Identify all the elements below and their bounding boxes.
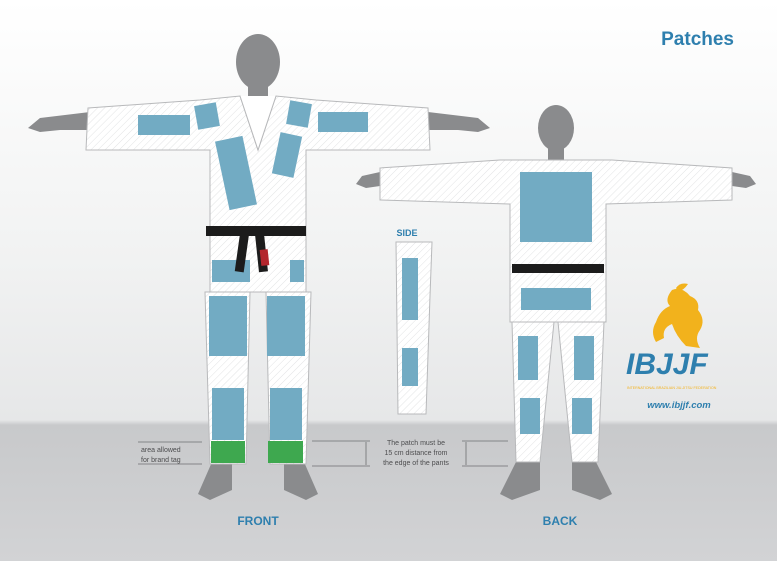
patch-rule-text-3: the edge of the pants	[383, 460, 449, 467]
side-patch-lower	[402, 348, 418, 386]
side-label: SIDE	[396, 228, 417, 238]
brand-tag-text-2: for brand tag	[141, 457, 181, 464]
front-label: FRONT	[237, 514, 279, 528]
brand-tag-areas	[211, 441, 303, 463]
patch-rule-annotation	[312, 440, 508, 467]
logo-wordmark: IBJJF	[626, 348, 708, 381]
front-belt	[206, 226, 306, 273]
patch-rule-text-2: 15 cm distance from	[384, 450, 447, 457]
front-patch-areas	[138, 100, 368, 440]
back-label: BACK	[543, 514, 578, 528]
front-gi-jacket	[85, 95, 431, 293]
back-figure	[356, 105, 756, 500]
front-body-silhouette	[28, 34, 490, 500]
website-url[interactable]: www.ibjjf.com	[647, 400, 711, 411]
patch-rule-text-1: The patch must be	[387, 440, 445, 447]
brand-tag-text-1: area allowed	[141, 447, 181, 454]
back-belt	[512, 264, 604, 273]
ibjjf-logo: IBJJF INTERNATIONAL BRAZILIAN JIU-JITSU …	[626, 283, 717, 411]
back-body-silhouette	[356, 105, 756, 500]
side-patch-upper	[402, 258, 418, 320]
lion-emblem-icon	[653, 283, 703, 348]
brand-tag-annotation	[138, 441, 202, 465]
logo-subtitle: INTERNATIONAL BRAZILIAN JIU-JITSU FEDERA…	[627, 386, 717, 390]
side-pants: SIDE	[395, 228, 433, 415]
back-patch-areas	[518, 172, 594, 434]
page-title: Patches	[661, 29, 734, 50]
front-figure	[28, 34, 490, 500]
